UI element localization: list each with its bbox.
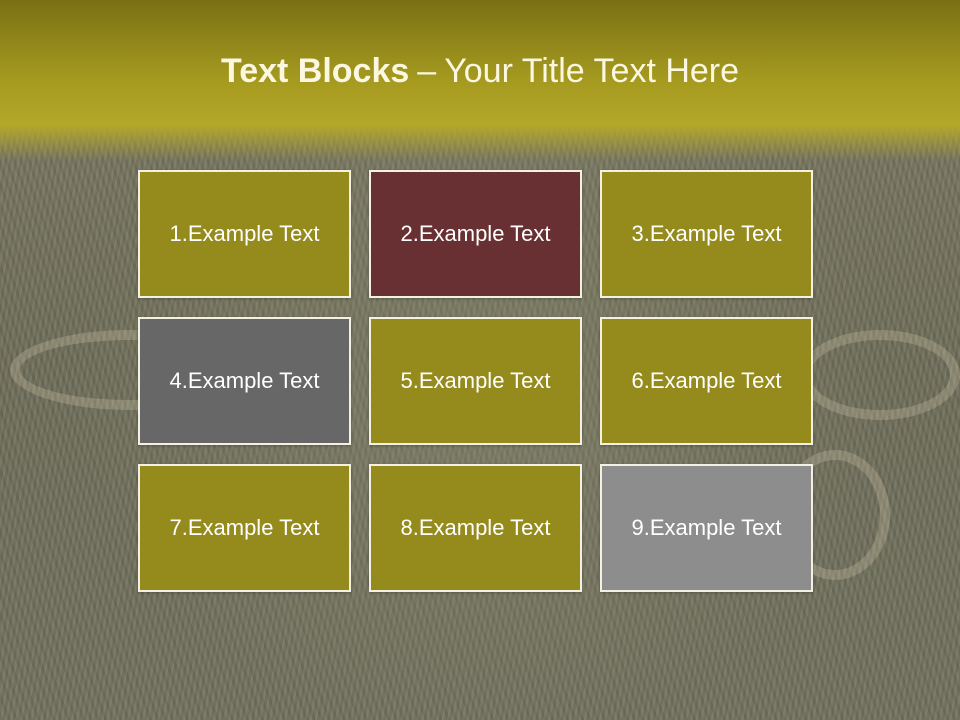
text-block-5[interactable]: 5.Example Text [369, 317, 582, 445]
text-block-7[interactable]: 7.Example Text [138, 464, 351, 592]
text-block-grid: 1.Example Text 2.Example Text 3.Example … [138, 170, 813, 592]
text-block-4[interactable]: 4.Example Text [138, 317, 351, 445]
text-block-1[interactable]: 1.Example Text [138, 170, 351, 298]
text-block-3[interactable]: 3.Example Text [600, 170, 813, 298]
background-decoration [800, 330, 960, 420]
title-bar [0, 0, 960, 160]
title-regular-part: Your Title Text Here [444, 52, 740, 90]
text-block-6[interactable]: 6.Example Text [600, 317, 813, 445]
text-block-2[interactable]: 2.Example Text [369, 170, 582, 298]
title-dash: – [417, 52, 437, 90]
text-block-8[interactable]: 8.Example Text [369, 464, 582, 592]
slide-title: Text Blocks–Your Title Text Here [0, 52, 960, 91]
text-block-9[interactable]: 9.Example Text [600, 464, 813, 592]
title-bold-part: Text Blocks [220, 52, 410, 90]
